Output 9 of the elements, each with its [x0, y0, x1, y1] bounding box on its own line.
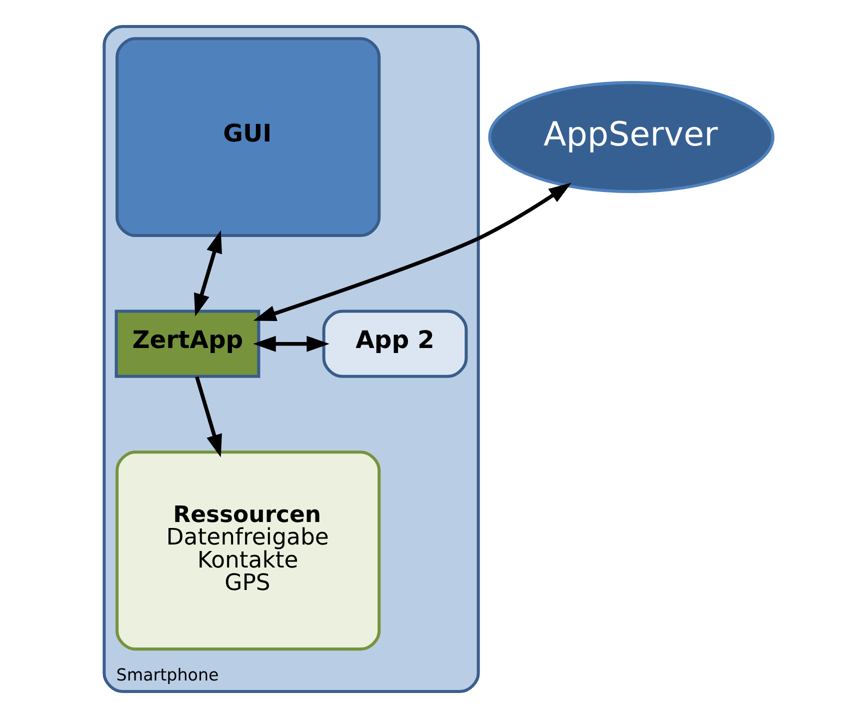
arrow	[194, 376, 222, 458]
node-box: GUI	[115, 37, 380, 238]
arrow	[252, 336, 329, 352]
node-box: ZertApp	[114, 310, 260, 378]
node-box: App 2	[322, 310, 468, 378]
arrow	[252, 182, 571, 322]
arrow	[194, 230, 222, 317]
node-ellipse: AppServer	[488, 81, 774, 194]
node-box: Ressourcen Datenfreigabe Kontakte GPS	[115, 450, 380, 651]
